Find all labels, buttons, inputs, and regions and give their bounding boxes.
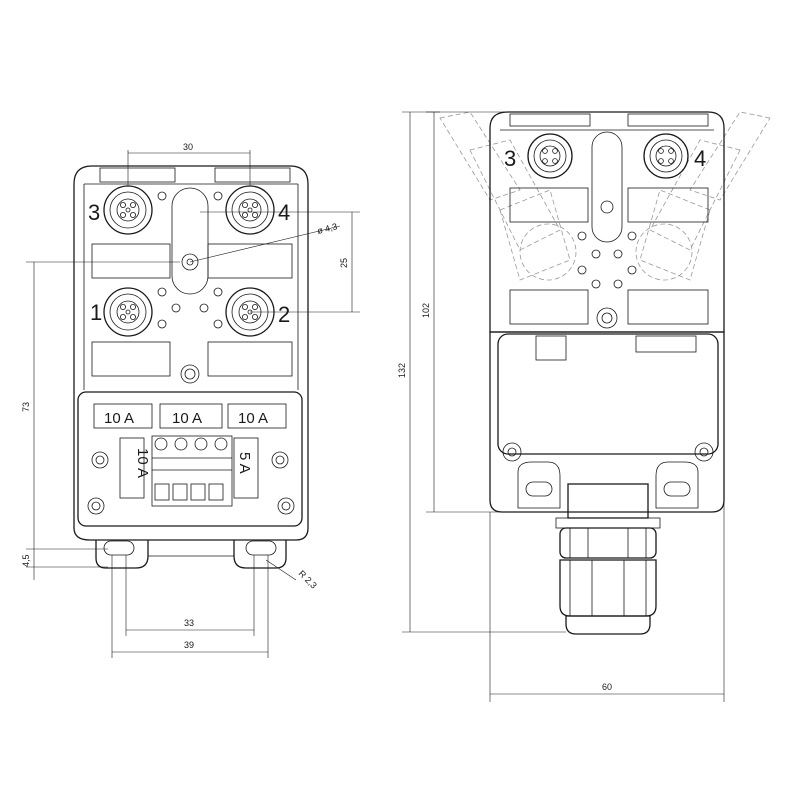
small-hole <box>199 303 209 313</box>
fuse-label-top-2: 10 A <box>172 410 202 427</box>
fuse-slot-right <box>233 437 259 499</box>
side-dimensions: 132 102 60 <box>397 111 725 702</box>
side-label-window-left-lower <box>509 289 589 325</box>
side-mounting-lugs <box>517 461 699 509</box>
mounting-ear-right <box>233 540 287 569</box>
fuse-box <box>77 391 303 527</box>
side-cover-tab <box>535 335 567 361</box>
small-hole <box>213 191 223 201</box>
front-view: 3 4 1 2 10 A 10 A 10 A 10 A 5 A <box>21 142 360 658</box>
side-small-holes <box>577 231 637 289</box>
mounting-hole-center-inner <box>186 258 194 266</box>
small-hole <box>213 287 223 297</box>
dim-offset: 4,5 <box>21 554 31 567</box>
top-label-slot-right <box>214 167 291 183</box>
terminal-screw <box>154 437 168 451</box>
side-label-window-right-lower <box>627 289 709 325</box>
dim-width-39: 39 <box>184 640 194 650</box>
fuse-slot-2 <box>159 403 223 429</box>
dim-hole-spacing-33: 33 <box>184 618 194 628</box>
fuse-label-right: 5 A <box>236 452 253 474</box>
label-window-right-upper <box>207 243 293 279</box>
dim-radius: R 2,3 <box>297 568 319 590</box>
fuse-slot-3 <box>227 403 287 429</box>
small-hole <box>157 191 167 201</box>
side-label-slot-right <box>627 113 709 127</box>
side-port-label-4: 4 <box>694 146 706 171</box>
dim-width-60: 60 <box>602 682 612 692</box>
dim-vertical-spacing: 25 <box>339 258 349 268</box>
mounting-ear-left <box>95 540 149 569</box>
terminal-screw <box>214 437 228 451</box>
port-label-3: 3 <box>88 200 100 225</box>
side-connector-3-icon <box>527 133 573 179</box>
housing-screw <box>180 364 200 384</box>
side-label-slot-left <box>509 113 591 127</box>
front-housing-outline <box>73 165 309 541</box>
label-window-left-upper <box>91 243 171 279</box>
connector-1-icon <box>103 287 153 337</box>
cable-gland <box>555 483 661 635</box>
terminal-screw <box>174 437 188 451</box>
small-hole <box>157 287 167 297</box>
port-label-1: 1 <box>90 300 102 325</box>
side-label-window-left-upper <box>509 187 589 223</box>
side-central-rail <box>591 131 623 243</box>
side-cover-screws <box>502 442 714 462</box>
terminal-block <box>151 435 233 507</box>
fuse-slot-1 <box>93 403 153 429</box>
housing-screw-inner <box>184 368 196 380</box>
small-hole <box>171 303 181 313</box>
connector-4-icon <box>225 185 275 235</box>
top-label-slot-left <box>99 167 176 183</box>
port-label-4: 4 <box>278 200 290 225</box>
side-mounting-hole <box>600 200 614 214</box>
connector-3-icon <box>103 185 153 235</box>
central-rail <box>171 187 209 295</box>
terminal-screw <box>194 437 208 451</box>
label-window-right-lower <box>207 341 293 377</box>
mounting-slot-left <box>103 540 135 556</box>
fuse-label-top-3: 10 A <box>238 410 268 427</box>
fuse-box-screws <box>87 451 295 515</box>
small-holes <box>157 191 223 329</box>
side-cover-label <box>635 335 697 353</box>
small-hole <box>157 319 167 329</box>
side-label-window-right-upper <box>627 187 709 223</box>
fuse-slot-left <box>119 437 145 499</box>
angled-connectors-ghost <box>439 111 771 281</box>
front-dimensions: 30 ø 4,3 25 73 4,5 R 2,3 33 39 <box>21 142 360 658</box>
fuse-label-top-1: 10 A <box>104 410 134 427</box>
label-window-left-lower <box>91 341 171 377</box>
side-connector-4-icon <box>643 133 689 179</box>
side-port-label-3: 3 <box>504 146 516 171</box>
small-hole <box>213 319 223 329</box>
dim-height-73: 73 <box>21 402 31 412</box>
fuse-label-left: 10 A <box>134 448 151 478</box>
side-view: 3 4 <box>397 111 771 702</box>
side-center-screw <box>596 307 618 329</box>
side-cover <box>497 333 719 455</box>
port-label-2: 2 <box>278 302 290 327</box>
dim-connector-spacing: 30 <box>183 142 193 152</box>
mounting-slot-right <box>245 540 277 556</box>
dim-total-height: 132 <box>397 363 407 378</box>
dim-hole-diameter: ø 4,3 <box>316 221 338 236</box>
mounting-hole-center <box>181 253 199 271</box>
dim-body-height: 102 <box>421 303 431 318</box>
front-top-flange <box>83 183 299 390</box>
